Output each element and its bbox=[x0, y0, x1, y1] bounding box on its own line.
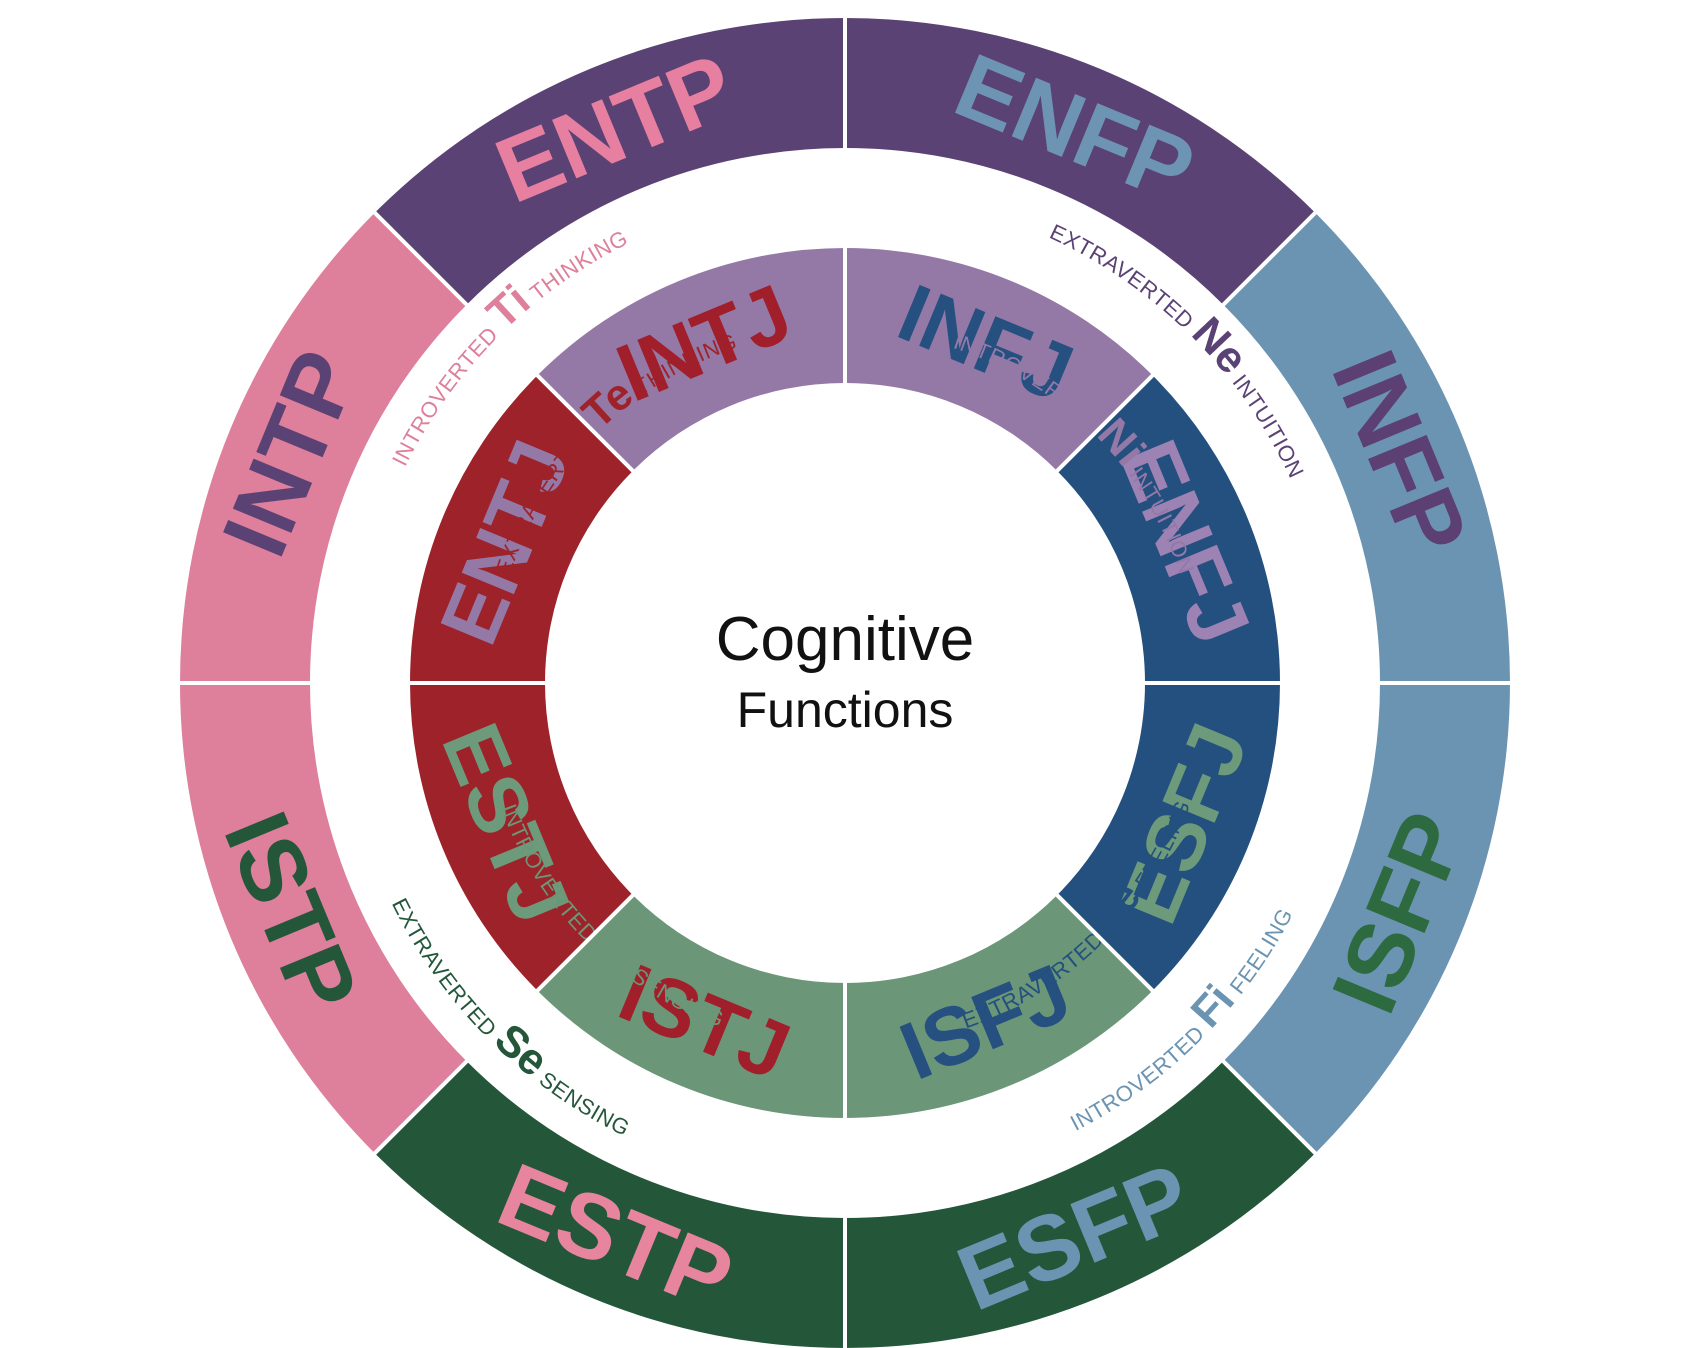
segment-dividers bbox=[179, 17, 1511, 1348]
center-subtitle: Functions bbox=[737, 682, 954, 738]
center-label: Cognitive Functions bbox=[716, 605, 974, 738]
inner-segment-entj bbox=[410, 375, 633, 683]
inner-segment-isfj bbox=[845, 895, 1153, 1118]
inner-segment-enfj bbox=[1057, 375, 1280, 683]
inner-divider bbox=[1055, 893, 1155, 993]
outer-segment-estp bbox=[374, 1061, 845, 1348]
outer-segment-esfp bbox=[845, 1061, 1316, 1348]
inner-segment-esfj bbox=[1057, 683, 1280, 991]
outer-segment-istp bbox=[179, 683, 467, 1154]
outer-segment-intp bbox=[180, 212, 467, 683]
inner-divider bbox=[1055, 373, 1155, 473]
inner-segment-intj bbox=[537, 248, 845, 471]
outer-segment-infp bbox=[1223, 212, 1510, 683]
center-title: Cognitive bbox=[716, 605, 974, 674]
inner-segment-infj bbox=[845, 248, 1153, 471]
outer-divider bbox=[372, 210, 469, 307]
outer-divider bbox=[372, 1059, 469, 1156]
outer-segment-isfp bbox=[1223, 683, 1510, 1154]
outer-divider bbox=[1221, 1059, 1318, 1156]
inner-divider bbox=[535, 893, 635, 993]
inner-segment-estj bbox=[410, 683, 633, 991]
inner-divider bbox=[535, 373, 635, 473]
outer-segment-entp bbox=[374, 18, 845, 305]
outer-segment-enfp bbox=[845, 17, 1316, 305]
inner-segment-istj bbox=[537, 895, 845, 1118]
outer-divider bbox=[1221, 210, 1318, 307]
